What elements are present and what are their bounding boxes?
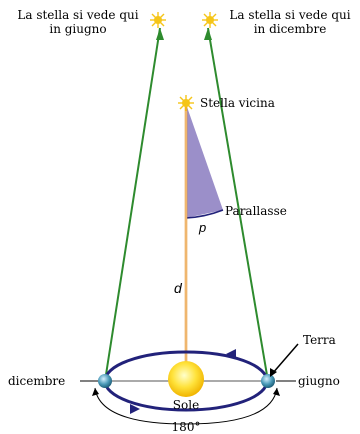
earth-pointer-line — [272, 344, 298, 374]
december-label: dicembre — [8, 374, 65, 388]
near-star-label: Stella vicina — [200, 96, 275, 110]
december-star-label-line1: La stella si vede qui — [229, 8, 350, 22]
june-star-label-line2: in giugno — [49, 22, 106, 36]
parallax-angle-region — [186, 104, 223, 218]
arrowhead-june-star — [156, 28, 164, 40]
sun — [168, 361, 204, 397]
june-label: giugno — [298, 374, 340, 388]
june-star-label-line1: La stella si vede qui — [17, 8, 138, 22]
parallax-symbol: p — [198, 220, 206, 235]
near-star-icon — [178, 95, 194, 111]
star-june-icon — [150, 12, 166, 28]
arrowhead-december-star — [204, 28, 212, 40]
earth-label: Terra — [303, 333, 336, 347]
angle-label: 180° — [172, 420, 201, 434]
sight-line-december-to-june-star — [105, 28, 160, 381]
earth-december — [98, 374, 112, 388]
parallax-label: Parallasse — [225, 204, 287, 218]
star-december-icon — [202, 12, 218, 28]
december-star-label-line2: in dicembre — [254, 22, 327, 36]
distance-symbol: d — [174, 280, 183, 296]
angle-arc-arrow-right — [273, 388, 280, 396]
sun-label: Sole — [173, 398, 199, 412]
angle-arc-arrow-left — [92, 388, 99, 396]
earth-june — [261, 374, 275, 388]
